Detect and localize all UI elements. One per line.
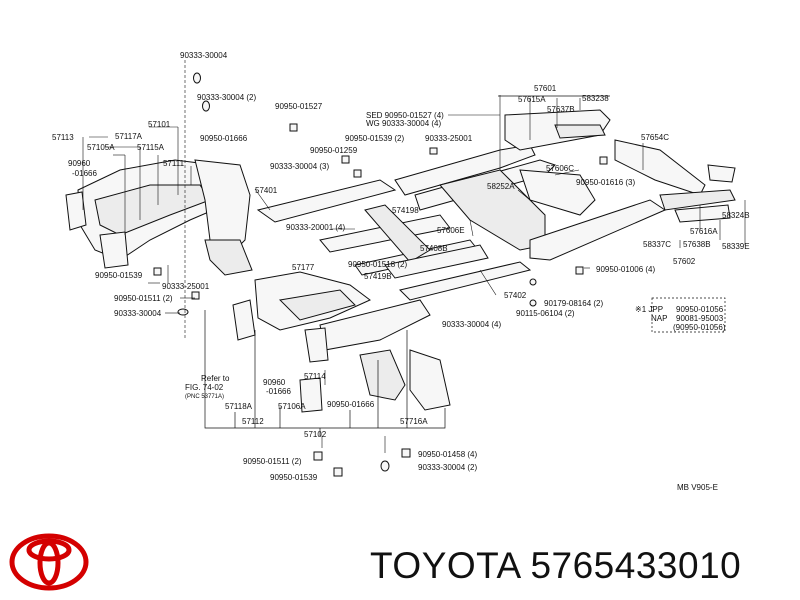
label-57177: 57177 (292, 263, 315, 272)
label-90333-25001-top: 90333-25001 (425, 134, 473, 143)
label-58252a: 58252A (487, 182, 515, 191)
label-57105a: 57105A (87, 143, 115, 152)
parts-exploded-diagram: 90333-30004 90333-30004 (2) 90950-01527 … (52, 51, 750, 492)
label-57101: 57101 (148, 120, 171, 129)
label-57401: 57401 (255, 186, 278, 195)
label-574198: 574198 (392, 206, 419, 215)
label-57638b: 57638B (683, 240, 711, 249)
label-refer: Refer to (201, 374, 230, 383)
label-90960-b: 90960 (263, 378, 286, 387)
label-57615a: 57615A (518, 95, 546, 104)
label-90950-01518: 90950-01518 (2) (348, 260, 407, 269)
label-58339e: 58339E (722, 242, 750, 251)
label-90333-30004-2b: 90333-30004 (2) (418, 463, 477, 472)
label-57602: 57602 (673, 257, 696, 266)
label-57637b: 57637B (547, 105, 575, 114)
label-57115a: 57115A (137, 143, 165, 152)
part-number: 5765433010 (530, 545, 742, 586)
rear-floor-side-members (394, 109, 736, 261)
label-57601: 57601 (534, 84, 557, 93)
label-57106a: 57106A (278, 402, 306, 411)
brand-name: TOYOTA (370, 545, 520, 586)
label-90333-20001: 90333-20001 (4) (286, 223, 345, 232)
label-57606c: 57606C (546, 164, 574, 173)
label-90950-01259: 90950-01259 (310, 146, 358, 155)
label-note-n3: (90950-01056) (673, 323, 726, 332)
label-01666: -01666 (72, 169, 97, 178)
label-90950-01539-2a: 90950-01539 (2) (345, 134, 404, 143)
label-pnc: (PNC 53771A) (185, 394, 224, 400)
label-sed: SED 90950-01527 (4) (366, 111, 444, 120)
label-code: MB V905-E (677, 483, 718, 492)
front-frame-left-assembly (65, 159, 253, 276)
label-90950-01616: 90950-01616 (3) (576, 178, 635, 187)
label-fig: FIG. 74-02 (185, 383, 224, 392)
label-90950-01539-c: 90950-01539 (270, 473, 318, 482)
label-90333-30004-3a: 90333-30004 (3) (270, 162, 329, 171)
label-90179-08164: 90179-08164 (2) (544, 299, 603, 308)
lower-bracket (204, 310, 446, 436)
label-note-n1: 90950-01056 (676, 305, 724, 314)
label-57113: 57113 (52, 133, 74, 142)
footer-caption: TOYOTA 5765433010 (370, 545, 741, 587)
label-57118a: 57118A (225, 402, 253, 411)
label-90950-01458: 90950-01458 (4) (418, 450, 477, 459)
label-57102: 57102 (304, 430, 327, 439)
label-57419b: 57419B (364, 272, 392, 281)
label-wg: WG 90333-30004 (4) (366, 119, 441, 128)
label-57402: 57402 (504, 291, 527, 300)
label-57616a: 57616A (690, 227, 718, 236)
label-583238: 583238 (582, 94, 609, 103)
label-57606e: 57606E (437, 226, 465, 235)
label-58324b: 58324B (722, 211, 750, 220)
label-57716a: 57716A (400, 417, 428, 426)
label-57408b: 57408B (420, 244, 448, 253)
center-floor-members (256, 179, 479, 276)
label-57112: 57112 (242, 417, 264, 426)
label-57117a: 57117A (115, 132, 143, 141)
fastener-symbols (153, 72, 608, 477)
label-57654c: 57654C (641, 133, 669, 142)
label-90333-25001-b: 90333-25001 (162, 282, 210, 291)
label-57114: 57114 (304, 372, 326, 381)
label-90333-30004-2a: 90333-30004 (2) (197, 93, 256, 102)
label-90950-01666-b: 90950-01666 (327, 400, 375, 409)
label-note-n2: 90081-95003 (676, 314, 724, 323)
label-58337c: 58337C (643, 240, 671, 249)
toyota-logo-icon (9, 533, 89, 591)
label-01666-b: -01666 (266, 387, 291, 396)
label-90950-01006: 90950-01006 (4) (596, 265, 655, 274)
label-90950-01666-a: 90950-01666 (200, 134, 248, 143)
leader-lines (82, 60, 746, 453)
rear-floor-pan-members (384, 244, 532, 301)
label-90333-30004-b: 90333-30004 (114, 309, 162, 318)
label-90950-01511-2b: 90950-01511 (2) (243, 457, 302, 466)
front-floor-side-assembly-lower (232, 271, 451, 413)
label-nap: NAP (651, 314, 667, 323)
label-90950-01539-b: 90950-01539 (95, 271, 143, 280)
part-labels: 90333-30004 90333-30004 (2) 90950-01527 … (52, 51, 750, 492)
upper-bracket (498, 95, 726, 333)
label-90950-01511-2a: 90950-01511 (2) (114, 294, 173, 303)
label-note1: ※1 JPP (635, 305, 663, 314)
label-90960: 90960 (68, 159, 91, 168)
label-90115-06104: 90115-06104 (2) (516, 309, 575, 318)
label-90950-01527: 90950-01527 (275, 102, 323, 111)
label-90333-30004-4: 90333-30004 (4) (442, 320, 501, 329)
label-57111: 57111 (163, 159, 185, 168)
label-90333-30004-top: 90333-30004 (180, 51, 228, 60)
